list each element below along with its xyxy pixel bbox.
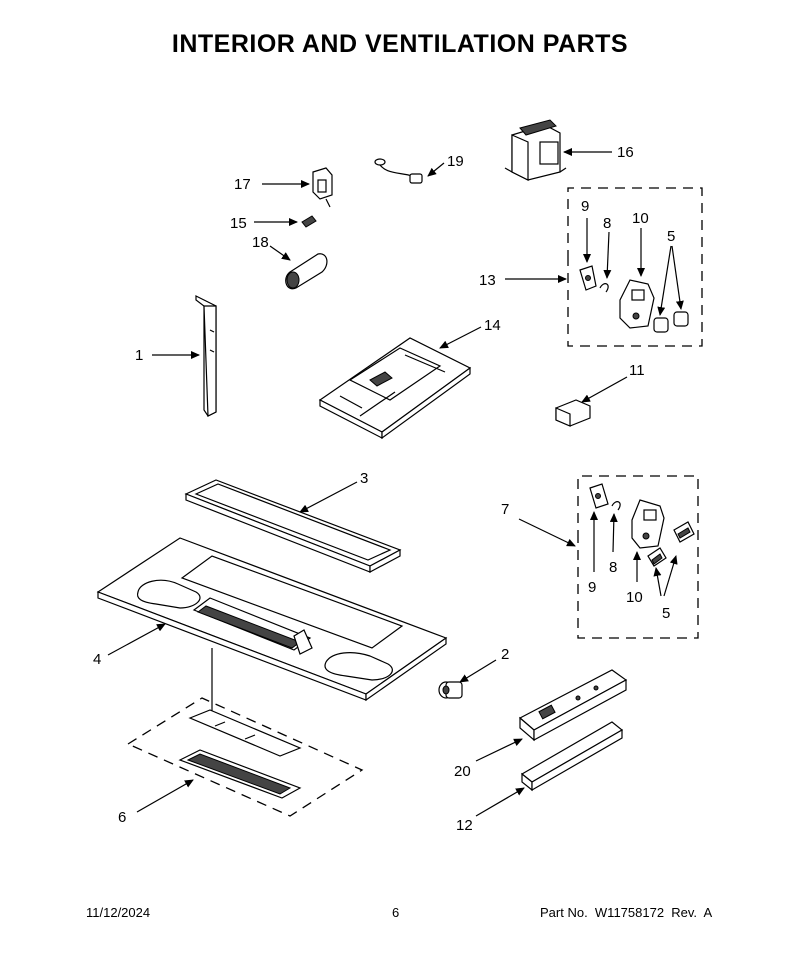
switch-part-5a[interactable] [653,311,689,333]
callout-5b: 5 [662,605,670,622]
spring-part-8b[interactable] [611,501,621,511]
assembly-box-6 [126,697,364,817]
bottom-panel-part-4[interactable] [96,537,448,702]
callout-9b: 9 [588,579,596,596]
transformer-part-16[interactable] [504,119,567,181]
clip-part-15[interactable] [301,215,317,228]
callout-8b: 8 [609,559,617,576]
callout-11: 11 [629,362,645,379]
callout-5a: 5 [667,228,675,245]
callout-15: 15 [230,215,247,232]
footer-page-number: 6 [392,905,400,920]
assembly-box-13 [567,187,703,347]
callout-10b: 10 [626,589,643,606]
switch-part-9b[interactable] [589,483,609,509]
wire-harness-part-19[interactable] [374,158,423,184]
callout-12: 12 [456,817,473,834]
callout-2: 2 [501,646,509,663]
callout-7: 7 [501,501,509,518]
callout-9a: 9 [581,198,589,215]
callout-17: 17 [234,176,251,193]
callout-1: 1 [135,347,143,364]
capacitor-part-18[interactable] [285,253,328,290]
mounting-plate-part-14[interactable] [318,337,472,440]
bracket-part-17[interactable] [312,167,333,208]
switch-part-9a[interactable] [579,265,597,291]
callout-16: 16 [617,144,634,161]
knob-part-2[interactable] [438,681,463,699]
block-part-11[interactable] [555,399,591,427]
filter-frame-part-6[interactable] [178,709,302,799]
callout-14: 14 [484,317,501,334]
filter-part-3[interactable] [184,479,402,573]
callout-10a: 10 [632,210,649,227]
assembly-box-7 [577,475,699,639]
callout-20: 20 [454,763,471,780]
control-panel-part-20[interactable] [518,669,628,742]
callout-4: 4 [93,651,101,668]
callout-6: 6 [118,809,126,826]
latch-part-10a[interactable] [619,279,655,329]
vertical-bracket-part-1[interactable] [195,295,217,417]
callout-19: 19 [447,153,464,170]
latch-part-10b[interactable] [631,499,665,549]
footer-date: 11/12/2024 [86,905,151,920]
callout-8a: 8 [603,215,611,232]
callout-13: 13 [479,272,496,289]
spring-part-8a[interactable] [599,283,609,293]
callout-3: 3 [360,470,368,487]
footer-part-number: Part No. W11758172 Rev. A [540,905,713,920]
callout-18: 18 [252,234,269,251]
switch-part-5b[interactable] [647,521,695,567]
trim-bar-part-12[interactable] [520,721,624,792]
page-title: INTERIOR AND VENTILATION PARTS [171,30,629,58]
